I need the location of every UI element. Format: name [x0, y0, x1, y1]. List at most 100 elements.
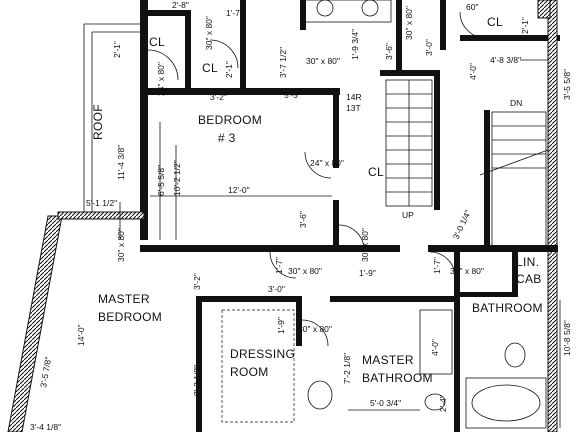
dressing-shelving: [221, 309, 295, 423]
wall-exterior-north: [57, 211, 145, 220]
label-lin-line2: CAB: [516, 272, 542, 286]
door-swing-master: [269, 251, 297, 279]
label-lin-line1: LIN.: [516, 255, 539, 269]
label-treads: 13T: [346, 103, 361, 113]
wall-dressing-east: [296, 296, 302, 346]
dim-6-5-58: 6'-5 5/8": [156, 165, 166, 196]
dim-1-9-b: 1'-9": [276, 317, 286, 334]
dimension-labels: 2'-8" 30" x 80" 1'-7" 2'-1" 24" x 80" 2'…: [30, 0, 572, 432]
wall-top-hall: [440, 0, 446, 50]
dim-4-0: 4'-0": [468, 63, 478, 80]
toilet-dressing: [307, 380, 333, 410]
roof-outline: [83, 23, 142, 212]
label-cl-top-left-a: CL: [149, 35, 165, 49]
dim-3-4-18: 3'-4 1/8": [30, 422, 61, 432]
dim-1-7: 1'-7": [226, 8, 243, 18]
dim-2-1-a: 2'-1": [112, 41, 122, 58]
dim-30x80-d: 30" x 80": [360, 228, 370, 262]
dim-3-7-half: 3'-7 1/2": [278, 47, 288, 78]
wall-top-mid: [240, 0, 246, 92]
dim-2-1-c: 2'-1": [520, 17, 530, 34]
door-swing-bedroom3: [338, 224, 365, 251]
roof-outline-inner: [91, 31, 140, 212]
label-roof: ROOF: [91, 104, 105, 140]
label-cl-center: CL: [368, 165, 384, 179]
wall-stair-east: [434, 70, 440, 210]
label-risers: 14R: [346, 92, 362, 102]
dim-3-5-58: 3'-5 5/8": [562, 69, 572, 100]
dim-2-1-b: 2'-1": [224, 61, 234, 78]
door-swing-cl: [304, 151, 332, 179]
dim-3-5-78: 3'-5 7/8": [38, 356, 53, 388]
sink-master: [424, 393, 446, 411]
wall-dressing-west: [196, 296, 202, 432]
label-stair-up: UP: [402, 210, 414, 220]
wall-stair-north: [380, 70, 440, 76]
dim-2-8: 2'-8": [172, 0, 189, 10]
toilet-bathroom: [504, 342, 526, 368]
dim-3-2: 3'-2": [210, 92, 227, 102]
label-bedroom3-line1: BEDROOM: [198, 113, 262, 127]
dim-5-1-half: 5'-1 1/2": [86, 198, 117, 208]
dim-30x80-c: 30" x 80": [116, 228, 126, 262]
fixtures: [221, 0, 547, 429]
wall-exterior-bay: [7, 215, 63, 432]
wall-exterior-east: [547, 0, 558, 432]
dim-1-7-c: 1'-7": [432, 257, 442, 274]
wall-stair2-west: [484, 110, 490, 250]
wall-bedroom3-south: [140, 245, 340, 252]
dim-5-5: 5'-5": [284, 90, 301, 100]
dim-10-8-58: 10'-8 5/8": [562, 320, 572, 356]
wall-hall-south-b: [428, 245, 558, 252]
dim-3-6-b: 3'-6": [298, 211, 308, 228]
dim-1-9-34: 1'-9 3/4": [350, 29, 360, 60]
sink-top-b: [361, 0, 379, 17]
dim-3-6-a: 3'-6": [384, 43, 394, 60]
dim-7-2-18: 7'-2 1/8": [342, 353, 352, 384]
dim-2-4: 2'-4": [438, 395, 448, 412]
dim-3-0-14: 3'-0 1/4": [451, 208, 473, 240]
dim-30x80-top: 30" x 80": [404, 6, 414, 40]
dim-24x80-a: 24" x 80": [156, 62, 166, 96]
wall-bedroom3-east-lower: [333, 200, 339, 252]
wall-masterbath-north: [330, 296, 460, 302]
wall-dressing-north: [196, 296, 296, 302]
vanity-top: [304, 0, 392, 23]
dim-30x80-b: 30" x 80": [306, 56, 340, 66]
stair-run-down: [491, 111, 547, 247]
wall-top-bath-left: [300, 0, 306, 30]
dim-30x80-g: 30" x 80": [298, 324, 332, 334]
dim-5-0-34: 5'-0 3/4": [370, 398, 401, 408]
wall-exterior-corner: [537, 0, 551, 19]
label-master-bath-line1: MASTER: [362, 353, 414, 367]
door-swing-dressing: [301, 319, 329, 347]
door-swing-top-cl: [459, 11, 487, 39]
dim-3-2-b: 3'-2": [192, 273, 202, 290]
door-swing-closet: [147, 49, 179, 81]
wall-cl-south: [460, 35, 560, 41]
dim-4-0-b: 4'-0": [430, 339, 440, 356]
dim-30x80-a: 30" x 80": [204, 16, 214, 50]
wall-top-closet: [140, 10, 190, 16]
label-master-bedroom-line2: BEDROOM: [98, 310, 162, 324]
door-swing-closet-b: [209, 39, 239, 69]
dim-1-9: 1'-9": [359, 268, 376, 278]
dim-30x80-e: 30" x 80": [288, 266, 322, 276]
shower-master: [419, 309, 453, 375]
label-dressing-line2: ROOM: [230, 365, 269, 379]
bathtub: [465, 377, 547, 429]
dim-24x80-b: 24" x 80": [310, 158, 344, 168]
sink-top-a: [316, 0, 334, 17]
dim-10-2-half: 10'-2 1/2": [172, 160, 182, 196]
label-master-bedroom-line1: MASTER: [98, 292, 150, 306]
label-bathroom: BATHROOM: [472, 301, 543, 315]
label-stair-dn: DN: [510, 98, 522, 108]
wall-lin-cab: [512, 252, 518, 297]
dim-12-0: 12'-0": [228, 185, 250, 195]
dim-3-0-b: 3'-0": [268, 284, 285, 294]
dim-30x80-f: 30" x 80": [450, 266, 484, 276]
walls: [7, 0, 560, 432]
stairs: [385, 79, 549, 247]
dim-60: 60": [466, 2, 478, 12]
